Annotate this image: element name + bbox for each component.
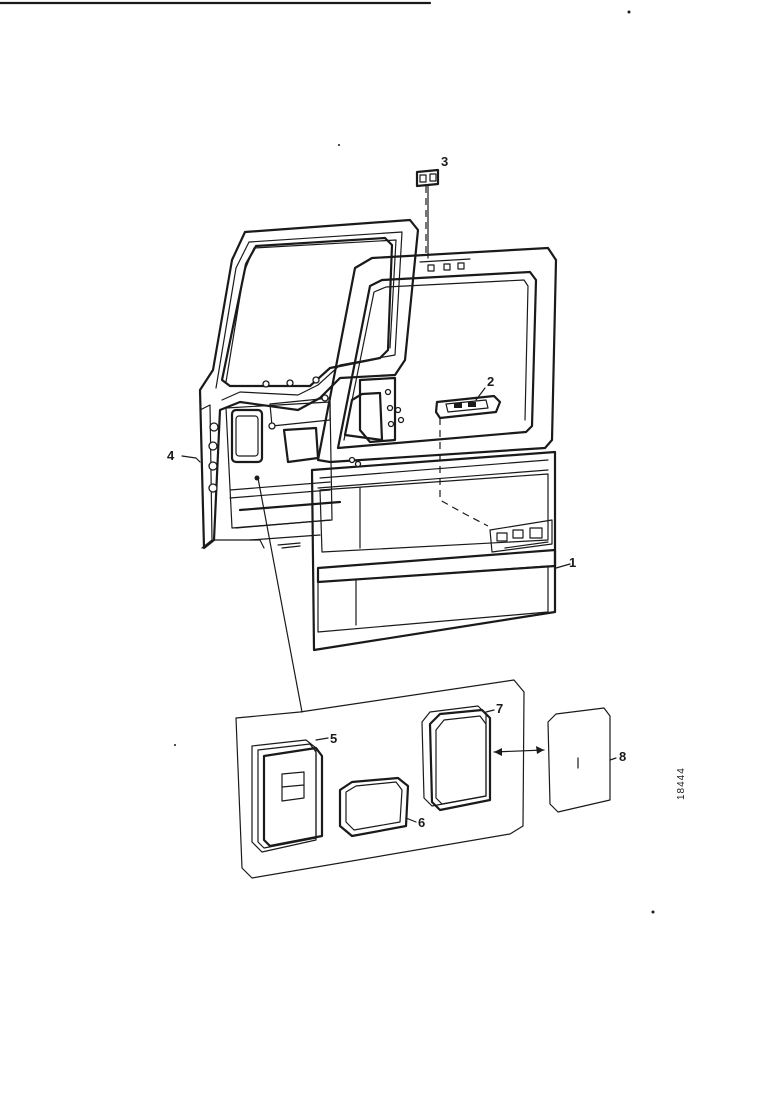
window-cover-8 bbox=[547, 707, 617, 813]
kit-leader-line bbox=[257, 477, 303, 713]
label-part-6: 6 bbox=[418, 815, 426, 830]
fit-arrow bbox=[493, 746, 545, 756]
drawing-reference-number: 18444 bbox=[676, 767, 687, 800]
door-panel-1 bbox=[310, 246, 558, 652]
label-part-5: 5 bbox=[330, 731, 338, 746]
window-kit-6 bbox=[338, 776, 417, 838]
hinge-3 bbox=[415, 168, 440, 259]
door-frame-4 bbox=[198, 218, 420, 550]
label-part-3: 3 bbox=[441, 154, 449, 169]
kit-group-outline bbox=[235, 679, 525, 879]
label-part-8: 8 bbox=[619, 749, 627, 764]
window-kit-7 bbox=[421, 705, 495, 812]
label-part-2: 2 bbox=[487, 374, 495, 389]
label-part-7: 7 bbox=[496, 701, 504, 716]
label-part-1: 1 bbox=[569, 555, 577, 570]
window-kit-5 bbox=[251, 737, 329, 853]
label-part-4: 4 bbox=[167, 448, 175, 463]
